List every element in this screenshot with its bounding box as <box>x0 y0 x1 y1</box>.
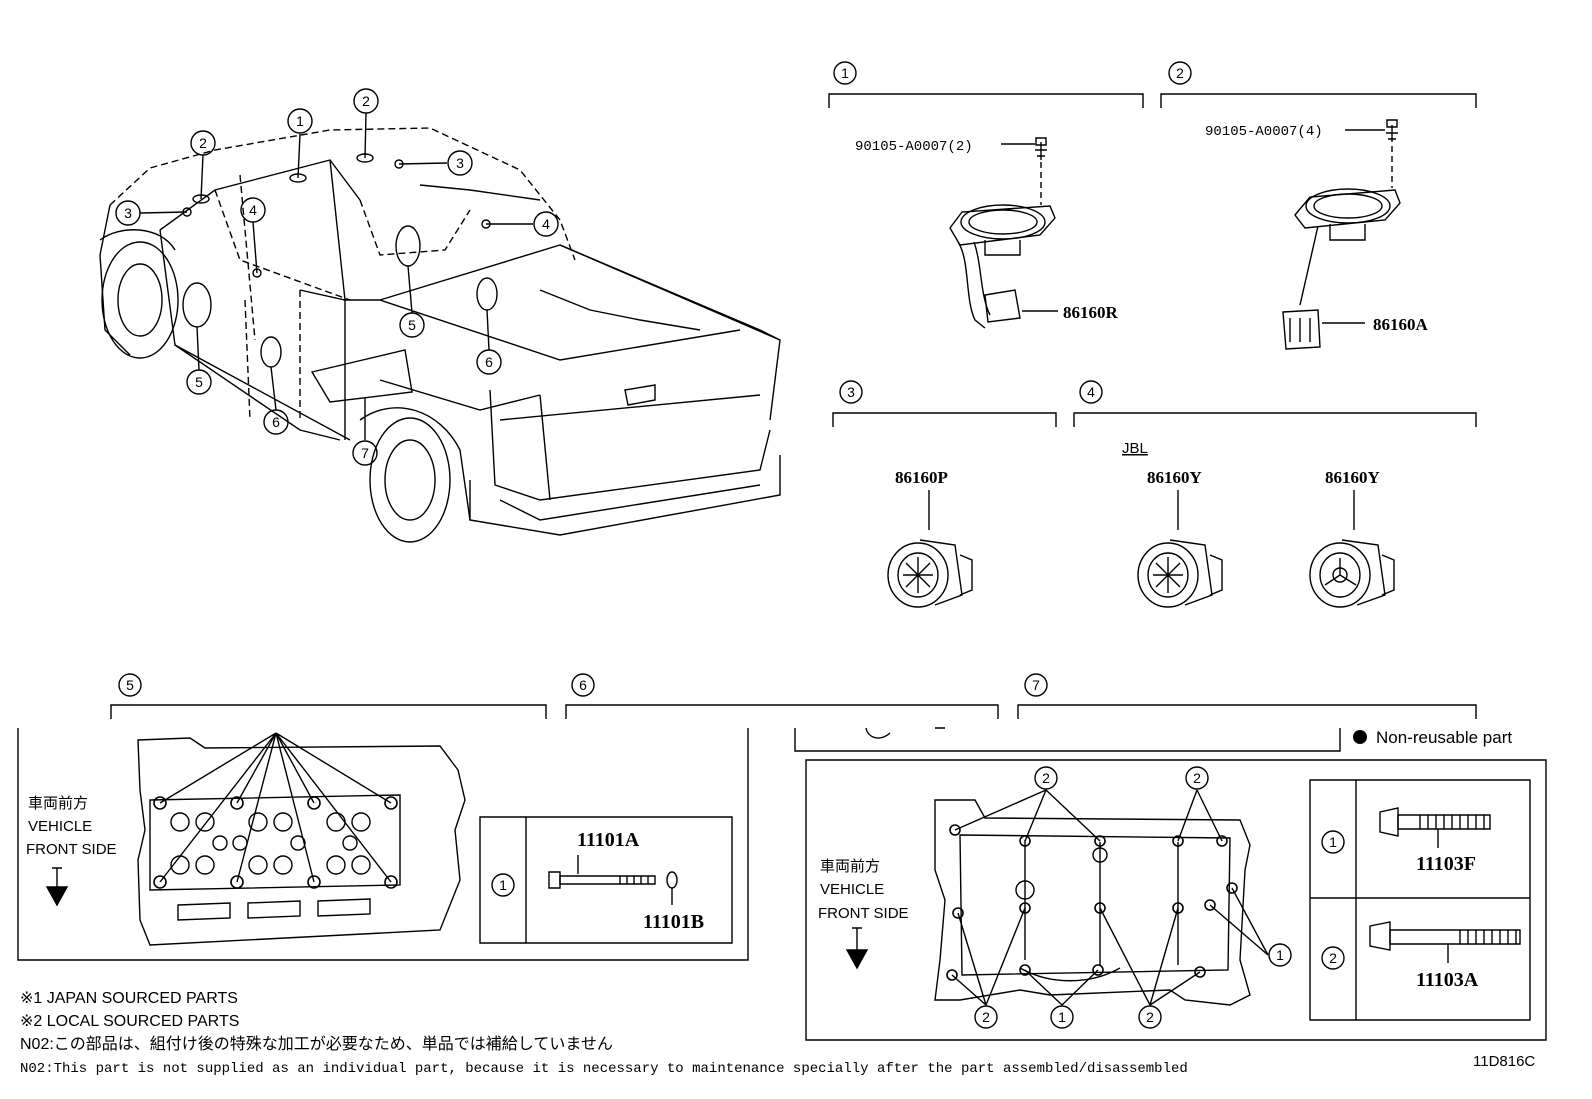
speaker-86160R-drawing <box>949 137 1058 329</box>
frame-fragment-mark <box>865 727 945 739</box>
part-86160Y-label-a: 86160Y <box>1147 468 1202 487</box>
callout-2-truck: 2 <box>362 93 370 109</box>
rear-door-speaker-mark <box>260 336 282 368</box>
block-direction-en-1: VEHICLE <box>820 881 884 898</box>
bolt-label-speaker-1: 90105-A0007(2) <box>855 139 973 155</box>
block-callout-2c: 2 <box>982 1009 990 1025</box>
block-direction-jp: 車両前方 <box>820 858 880 875</box>
seat-speaker-mark <box>395 225 421 267</box>
section-brackets <box>110 61 1477 719</box>
section-callout-2: 2 <box>1176 65 1184 81</box>
block-direction-en-2: FRONT SIDE <box>818 905 909 922</box>
part-11103A-label: 11103A <box>1416 969 1479 991</box>
section-callout-4: 4 <box>1087 384 1095 400</box>
callout-7-truck: 7 <box>361 445 369 461</box>
callout-3-truck-b: 3 <box>124 205 132 221</box>
block-bolt-drawings <box>1369 807 1521 963</box>
cylinder-head-drawing <box>137 732 466 946</box>
block-panel-frame <box>805 759 1547 1041</box>
section-callout-7: 7 <box>1032 677 1040 693</box>
head-bolt-drawing <box>548 855 678 889</box>
part-86160A-label: 86160A <box>1373 315 1429 334</box>
callout-3-truck: 3 <box>456 155 464 171</box>
speaker-86160A-drawing <box>1282 119 1401 350</box>
note-n02-jp: N02:この部品は、組付け後の特殊な加工が必要なため、単品では補給していません <box>20 1035 613 1053</box>
truck-callouts <box>115 88 559 466</box>
front-door-speaker-mark <box>182 282 212 328</box>
note-n02-en: N02:This part is not supplied as an indi… <box>20 1061 1188 1077</box>
bolt-label-speaker-2: 90105-A0007(4) <box>1205 124 1323 140</box>
callout-5-truck: 5 <box>195 374 203 390</box>
callout-5-truck-b: 5 <box>408 317 416 333</box>
rear-seat-speaker-mark <box>476 277 498 311</box>
non-reusable-legend: Non-reusable part <box>1376 728 1512 747</box>
callout-4-truck-b: 4 <box>542 216 550 232</box>
note-local-sourced: ※2 LOCAL SOURCED PARTS <box>20 1013 239 1030</box>
block-callouts <box>974 766 1292 1029</box>
callout-6-truck-b: 6 <box>485 354 493 370</box>
block-table-ref-2-circle <box>1321 946 1345 970</box>
part-86160R-label: 86160R <box>1063 303 1119 322</box>
section-callout-3: 3 <box>847 384 855 400</box>
block-table-ref-1-circle <box>1321 830 1345 854</box>
part-86160P-label: 86160P <box>895 468 948 487</box>
head-direction-en-2: FRONT SIDE <box>26 841 117 858</box>
jbl-variant-label: JBL <box>1122 440 1148 457</box>
part-11101B-label: 11101B <box>643 911 704 933</box>
section-callout-1: 1 <box>841 65 849 81</box>
callout-4-truck: 4 <box>249 202 257 218</box>
tweeter-86160P-drawing <box>887 490 973 608</box>
callout-6-truck: 6 <box>272 414 280 430</box>
block-callout-2b: 2 <box>1193 770 1201 786</box>
subwoofer-mark <box>310 349 413 403</box>
head-table-ref: 1 <box>499 877 507 893</box>
section-callout-5: 5 <box>126 677 134 693</box>
head-direction-jp: 車両前方 <box>28 795 88 812</box>
non-reusable-bullet-icon <box>1353 730 1367 744</box>
tweeter-86160Y-b-drawing <box>1309 490 1395 608</box>
head-bolt-table <box>479 816 733 944</box>
block-callout-2a: 2 <box>1042 770 1050 786</box>
block-callout-2d: 2 <box>1146 1009 1154 1025</box>
head-direction-en-1: VEHICLE <box>28 818 92 835</box>
section-callout-6: 6 <box>579 677 587 693</box>
block-callout-1b: 1 <box>1058 1009 1066 1025</box>
block-table-ref-2: 2 <box>1329 950 1337 966</box>
cylinder-block-drawing <box>934 789 1269 1006</box>
callout-1-truck: 1 <box>296 113 304 129</box>
head-table-ref-circle <box>491 873 515 897</box>
note-japan-sourced: ※1 JAPAN SOURCED PARTS <box>20 990 238 1007</box>
part-86160Y-label-b: 86160Y <box>1325 468 1380 487</box>
legend-frame-fragment <box>794 728 1341 752</box>
tweeter-86160Y-a-drawing <box>1137 490 1223 608</box>
part-11101A-label: 11101A <box>577 829 640 851</box>
part-11103F-label: 11103F <box>1416 853 1476 875</box>
figure-id: 11D816C <box>1473 1053 1535 1070</box>
block-table-ref-1: 1 <box>1329 834 1337 850</box>
head-panel-frame <box>17 728 749 961</box>
block-front-arrow-icon <box>845 927 869 970</box>
callout-2-truck-b: 2 <box>199 135 207 151</box>
block-callout-1a: 1 <box>1276 947 1284 963</box>
truck-illustration: 1 2 2 3 3 4 4 5 6 5 6 7 <box>99 88 781 543</box>
block-bolt-table <box>1309 779 1531 1021</box>
head-front-arrow-icon <box>45 867 69 907</box>
